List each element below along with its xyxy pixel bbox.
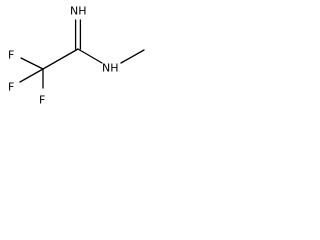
atom-amine-nh: NH — [102, 62, 119, 75]
atom-fluorine-upper-left: F — [8, 49, 14, 62]
molecule-structure: F F F NH NH — [8, 5, 145, 107]
bond-c-f-upper-left — [20, 57, 44, 70]
bond-c-f-lower-left — [19, 68, 44, 83]
bond-c-c — [42, 48, 79, 70]
atom-fluorine-lower-left: F — [8, 81, 14, 94]
atom-fluorine-bottom: F — [39, 94, 45, 107]
atom-imine-nh: NH — [70, 5, 87, 18]
bond-c-n-amine — [77, 48, 103, 64]
bond-n-methyl — [120, 49, 145, 64]
